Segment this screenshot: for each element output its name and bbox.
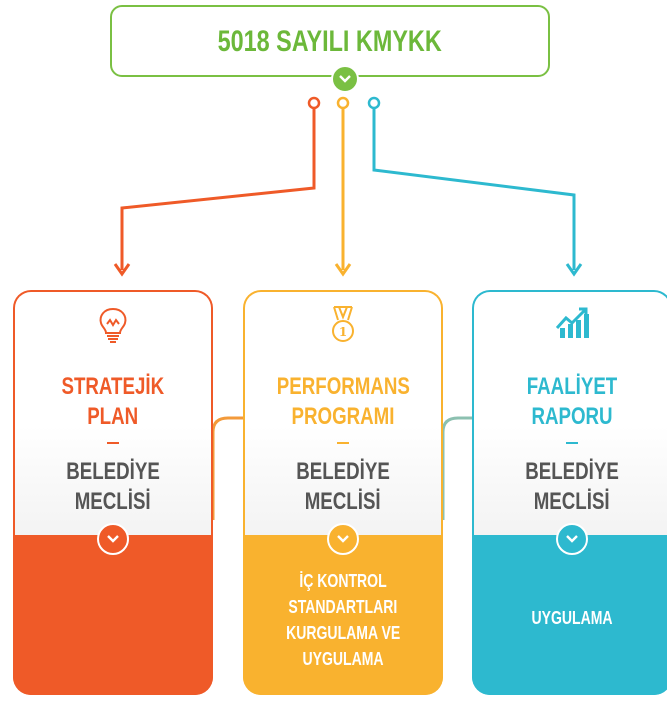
card-faaliyet-raporu: FAALİYET RAPORU BELEDİYE MECLİSİ UYGULAM… [472, 290, 667, 695]
card-performans-programi: 1 PERFORMANS PROGRAMI BELEDİYE MECLİSİ İ… [243, 290, 443, 695]
footer-line: İÇ KONTROL [299, 571, 387, 591]
card-sub-line1: BELEDİYE [66, 458, 160, 485]
chevron-down-icon[interactable] [556, 523, 588, 555]
card-sub-line2: MECLİSİ [305, 488, 381, 515]
card-sub-line1: BELEDİYE [296, 458, 390, 485]
growth-chart-icon [555, 307, 589, 338]
card-title-line2: PROGRAMI [291, 403, 395, 430]
card-sub-line1: BELEDİYE [525, 458, 619, 485]
medal-icon: 1 [332, 306, 354, 342]
footer-line: KURGULAMA VE [285, 623, 401, 643]
card-title-line1: FAALİYET [526, 373, 618, 400]
divider [107, 442, 119, 444]
lightbulb-icon [99, 307, 127, 343]
divider [566, 442, 578, 444]
header-title: 5018 SAYILI KMYKK [217, 25, 443, 58]
card-sub-line2: MECLİSİ [534, 488, 610, 515]
chevron-down-icon[interactable] [97, 523, 129, 555]
footer-line: UYGULAMA [531, 608, 613, 628]
divider [337, 442, 349, 444]
footer-line: UYGULAMA [302, 649, 384, 669]
chevron-down-icon[interactable] [327, 523, 359, 555]
card-title-line1: PERFORMANS [276, 373, 410, 400]
card-stratejik-plan: STRATEJİK PLAN BELEDİYE MECLİSİ [13, 290, 213, 695]
header-box: 5018 SAYILI KMYKK [110, 5, 550, 77]
card-title-line2: RAPORU [531, 403, 613, 430]
card-title-line1: STRATEJİK [61, 373, 165, 400]
footer-line: STANDARTLARI [288, 597, 398, 617]
svg-text:1: 1 [339, 325, 347, 339]
card-sub-line2: MECLİSİ [75, 488, 151, 515]
header-chevron-down-icon[interactable] [331, 65, 359, 93]
card-title-line2: PLAN [87, 403, 139, 430]
